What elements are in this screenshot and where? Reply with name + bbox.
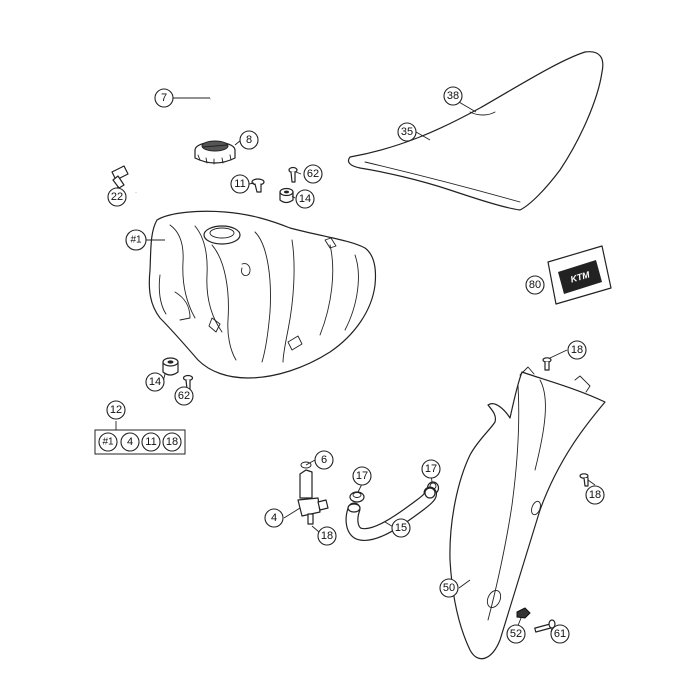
callout-18-panel-right: 18 (585, 485, 605, 505)
clamp-left (349, 491, 365, 503)
bushing-lower (162, 357, 179, 376)
svg-text:22: 22 (111, 191, 123, 203)
svg-text:62: 62 (307, 168, 319, 180)
panel-nut (516, 607, 531, 619)
svg-text:14: 14 (149, 376, 161, 388)
svg-text:61: 61 (554, 628, 566, 640)
fuel-cap (194, 140, 236, 165)
hose-fitting (111, 165, 129, 189)
svg-text:18: 18 (166, 436, 178, 448)
callout-4: 4 (264, 508, 284, 528)
fuel-tap (297, 461, 329, 525)
callout-15: 15 (391, 518, 411, 538)
callout-80: 80 (525, 275, 545, 295)
svg-text:12: 12 (110, 404, 122, 416)
seat (347, 51, 604, 211)
callout-6: 6 (314, 450, 334, 470)
svg-text:4: 4 (127, 436, 133, 448)
panel-bolt (534, 619, 556, 633)
callout-61: 61 (550, 624, 570, 644)
svg-text:50: 50 (443, 582, 455, 594)
callout-62-upper: 62 (303, 164, 323, 184)
svg-text:#1: #1 (102, 437, 114, 448)
fuel-tank (148, 210, 377, 379)
kit-item-11: 11 (141, 432, 161, 452)
svg-text:#1: #1 (130, 235, 142, 246)
svg-text:18: 18 (321, 530, 333, 542)
callout-14-lower: 14 (145, 372, 165, 392)
svg-text:11: 11 (145, 436, 156, 448)
fuel-hose (345, 486, 437, 542)
svg-text:18: 18 (571, 344, 583, 356)
panel-screw-right (579, 473, 589, 487)
panel-screw-top (542, 357, 552, 371)
svg-text:4: 4 (271, 512, 277, 524)
callout-14-upper: 14 (295, 189, 315, 209)
svg-text:18: 18 (589, 489, 601, 501)
callout-62-lower: 62 (174, 386, 194, 406)
kit-item-18: 18 (162, 432, 182, 452)
svg-text:17: 17 (425, 463, 437, 475)
tank-screw (251, 178, 265, 193)
callout-8: 8 (239, 130, 259, 150)
svg-text:35: 35 (401, 126, 413, 138)
breather-hose (135, 98, 211, 193)
kit-item-1: #1 (98, 432, 118, 452)
callout-12: 12 (106, 400, 126, 420)
kit-item-4: 4 (120, 432, 140, 452)
svg-text:80: 80 (529, 279, 541, 291)
callout-18-panel-top: 18 (567, 340, 587, 360)
callout-18-tap: 18 (317, 526, 337, 546)
bushing-upper (279, 187, 294, 204)
callout-1: #1 (125, 229, 147, 251)
ktm-decal: KTM (547, 245, 612, 305)
callout-17-right: 17 (421, 459, 441, 479)
svg-text:6: 6 (321, 454, 327, 466)
svg-text:8: 8 (246, 134, 252, 146)
svg-text:17: 17 (356, 470, 368, 482)
svg-text:11: 11 (234, 178, 245, 190)
svg-text:62: 62 (178, 390, 190, 402)
svg-text:14: 14 (299, 193, 311, 205)
svg-text:7: 7 (161, 92, 167, 104)
callout-35: 35 (397, 122, 417, 142)
callout-52: 52 (506, 624, 526, 644)
svg-text:38: 38 (447, 90, 459, 102)
callout-17-left: 17 (352, 466, 372, 486)
callout-22: 22 (107, 187, 127, 207)
callout-50: 50 (439, 578, 459, 598)
svg-text:52: 52 (510, 628, 522, 640)
svg-text:15: 15 (395, 522, 407, 534)
callout-38: 38 (443, 86, 463, 106)
screw-upper (288, 166, 298, 183)
callout-7: 7 (154, 88, 174, 108)
callout-11: 11 (230, 174, 250, 194)
